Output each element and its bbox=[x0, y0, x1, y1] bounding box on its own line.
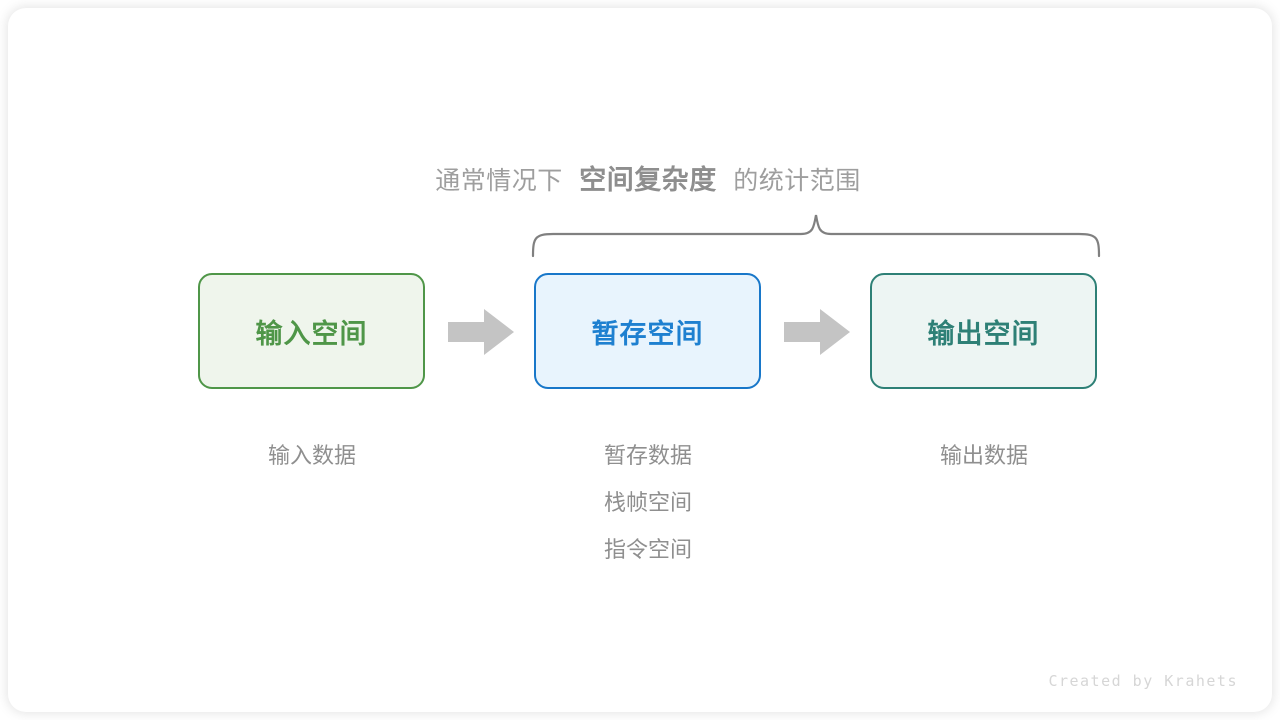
slide-card: 通常情况下 空间复杂度 的统计范围 输入空间 暂存空间 输出空间 输入数据 bbox=[8, 8, 1272, 712]
arrow-right-icon-2 bbox=[784, 309, 850, 355]
brace-caption: 通常情况下 空间复杂度 的统计范围 bbox=[8, 158, 1280, 197]
under-label-group-temp: 暂存数据 栈帧空间 指令空间 bbox=[528, 432, 768, 573]
box-input-space[interactable]: 输入空间 bbox=[198, 273, 425, 389]
under-label-group-output: 输出数据 bbox=[864, 432, 1104, 479]
box-input-space-label: 输入空间 bbox=[255, 318, 368, 349]
caption-tail-text: 的统计范围 bbox=[733, 167, 861, 195]
curly-brace-icon bbox=[531, 214, 1101, 258]
caption-emphasis-text: 空间复杂度 bbox=[579, 165, 717, 195]
under-label-group-input: 输入数据 bbox=[192, 432, 432, 479]
under-label-temp-2: 指令空间 bbox=[603, 537, 692, 562]
caption-lead-text: 通常情况下 bbox=[435, 167, 563, 195]
box-output-space-label: 输出空间 bbox=[927, 318, 1040, 349]
box-temp-space-label: 暂存空间 bbox=[591, 318, 704, 349]
under-label-output-0: 输出数据 bbox=[939, 443, 1028, 468]
under-label-temp-1: 栈帧空间 bbox=[603, 490, 692, 515]
box-output-space[interactable]: 输出空间 bbox=[870, 273, 1097, 389]
watermark-credit: Created by Krahets bbox=[1048, 672, 1238, 690]
box-temp-space[interactable]: 暂存空间 bbox=[534, 273, 761, 389]
under-label-input-0: 输入数据 bbox=[267, 443, 356, 468]
arrow-right-icon-1 bbox=[448, 309, 514, 355]
under-label-temp-0: 暂存数据 bbox=[603, 443, 692, 468]
